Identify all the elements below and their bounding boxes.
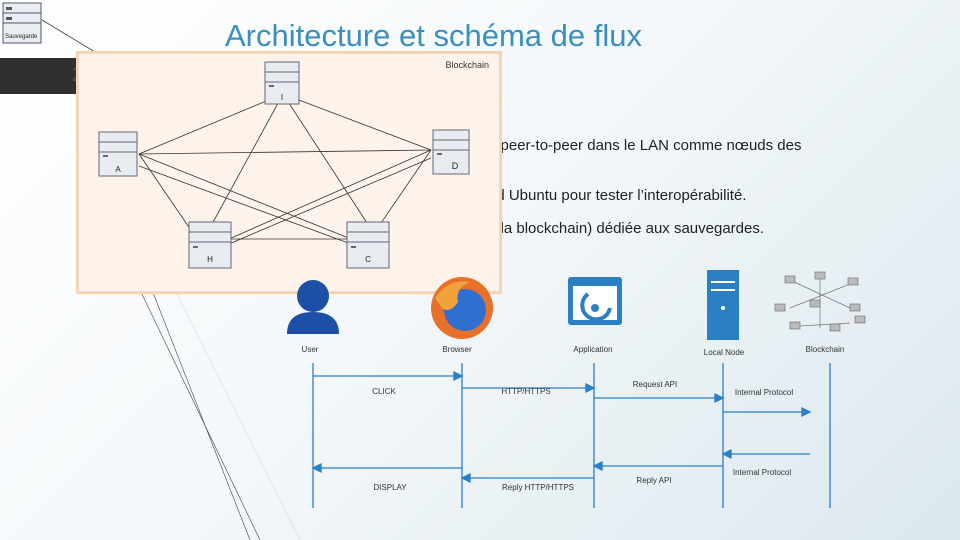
message-label-internal-protocol-request: Internal Protocol xyxy=(734,388,794,397)
node-i: I xyxy=(264,61,300,105)
node-a: A xyxy=(98,131,138,177)
firefox-browser-icon xyxy=(431,277,493,339)
slide-number: 2 xyxy=(72,64,83,87)
network-links xyxy=(138,93,432,245)
message-label-display: DISPLAY xyxy=(373,483,407,492)
user-icon xyxy=(287,280,339,334)
server-icon: Sauvegarde xyxy=(2,2,42,44)
server-label: Sauvegarde xyxy=(5,34,38,40)
message-label-internal-protocol-reply: Internal Protocol xyxy=(732,468,792,477)
network-graph: I A D H xyxy=(98,61,470,269)
node-label-i: I xyxy=(281,93,283,102)
node-label-h: H xyxy=(207,255,213,264)
bullet-text-3: e la blockchain) dédiée aux sauvegardes. xyxy=(488,220,765,237)
request-arrows xyxy=(313,370,812,418)
node-d: D xyxy=(432,129,470,175)
reply-arrows xyxy=(311,448,810,484)
bullet-text-1: n peer-to-peer dans le LAN comme nœuds d… xyxy=(488,137,802,154)
actor-label-browser: Browser xyxy=(442,345,472,354)
lifelines xyxy=(312,363,831,508)
actor-label-blockchain: Blockchain xyxy=(805,345,845,354)
blockchain-network-diagram: Blockchain I xyxy=(78,53,500,292)
node-label-d: D xyxy=(452,161,459,171)
local-node-server-icon xyxy=(707,270,739,340)
application-icon xyxy=(568,277,622,325)
slide-title: Architecture et schéma de flux xyxy=(225,18,642,53)
node-label-c: C xyxy=(365,255,371,264)
node-label-a: A xyxy=(115,165,121,174)
actor-label-application: Application xyxy=(573,345,613,354)
actor-label-local-node: Local Node xyxy=(703,348,745,357)
actor-label-user: User xyxy=(301,345,319,354)
node-c: C xyxy=(346,221,390,269)
message-label-reply-api: Reply API xyxy=(636,476,672,485)
message-label-request-api: Request API xyxy=(632,380,678,389)
blockchain-network-icon xyxy=(774,271,866,332)
section-bar xyxy=(0,58,85,94)
message-label-http: HTTP/HTTPS xyxy=(501,387,551,396)
sequence-diagram: User Browser Application Local Node Bloc… xyxy=(270,268,890,540)
message-label-reply-http: Reply HTTP/HTTPS xyxy=(501,483,575,492)
message-label-click: CLICK xyxy=(372,387,396,396)
bullet-text-2: ud Ubuntu pour tester l’interopérabilité… xyxy=(488,187,747,204)
network-label: Blockchain xyxy=(445,60,489,70)
node-h: H xyxy=(188,221,232,269)
